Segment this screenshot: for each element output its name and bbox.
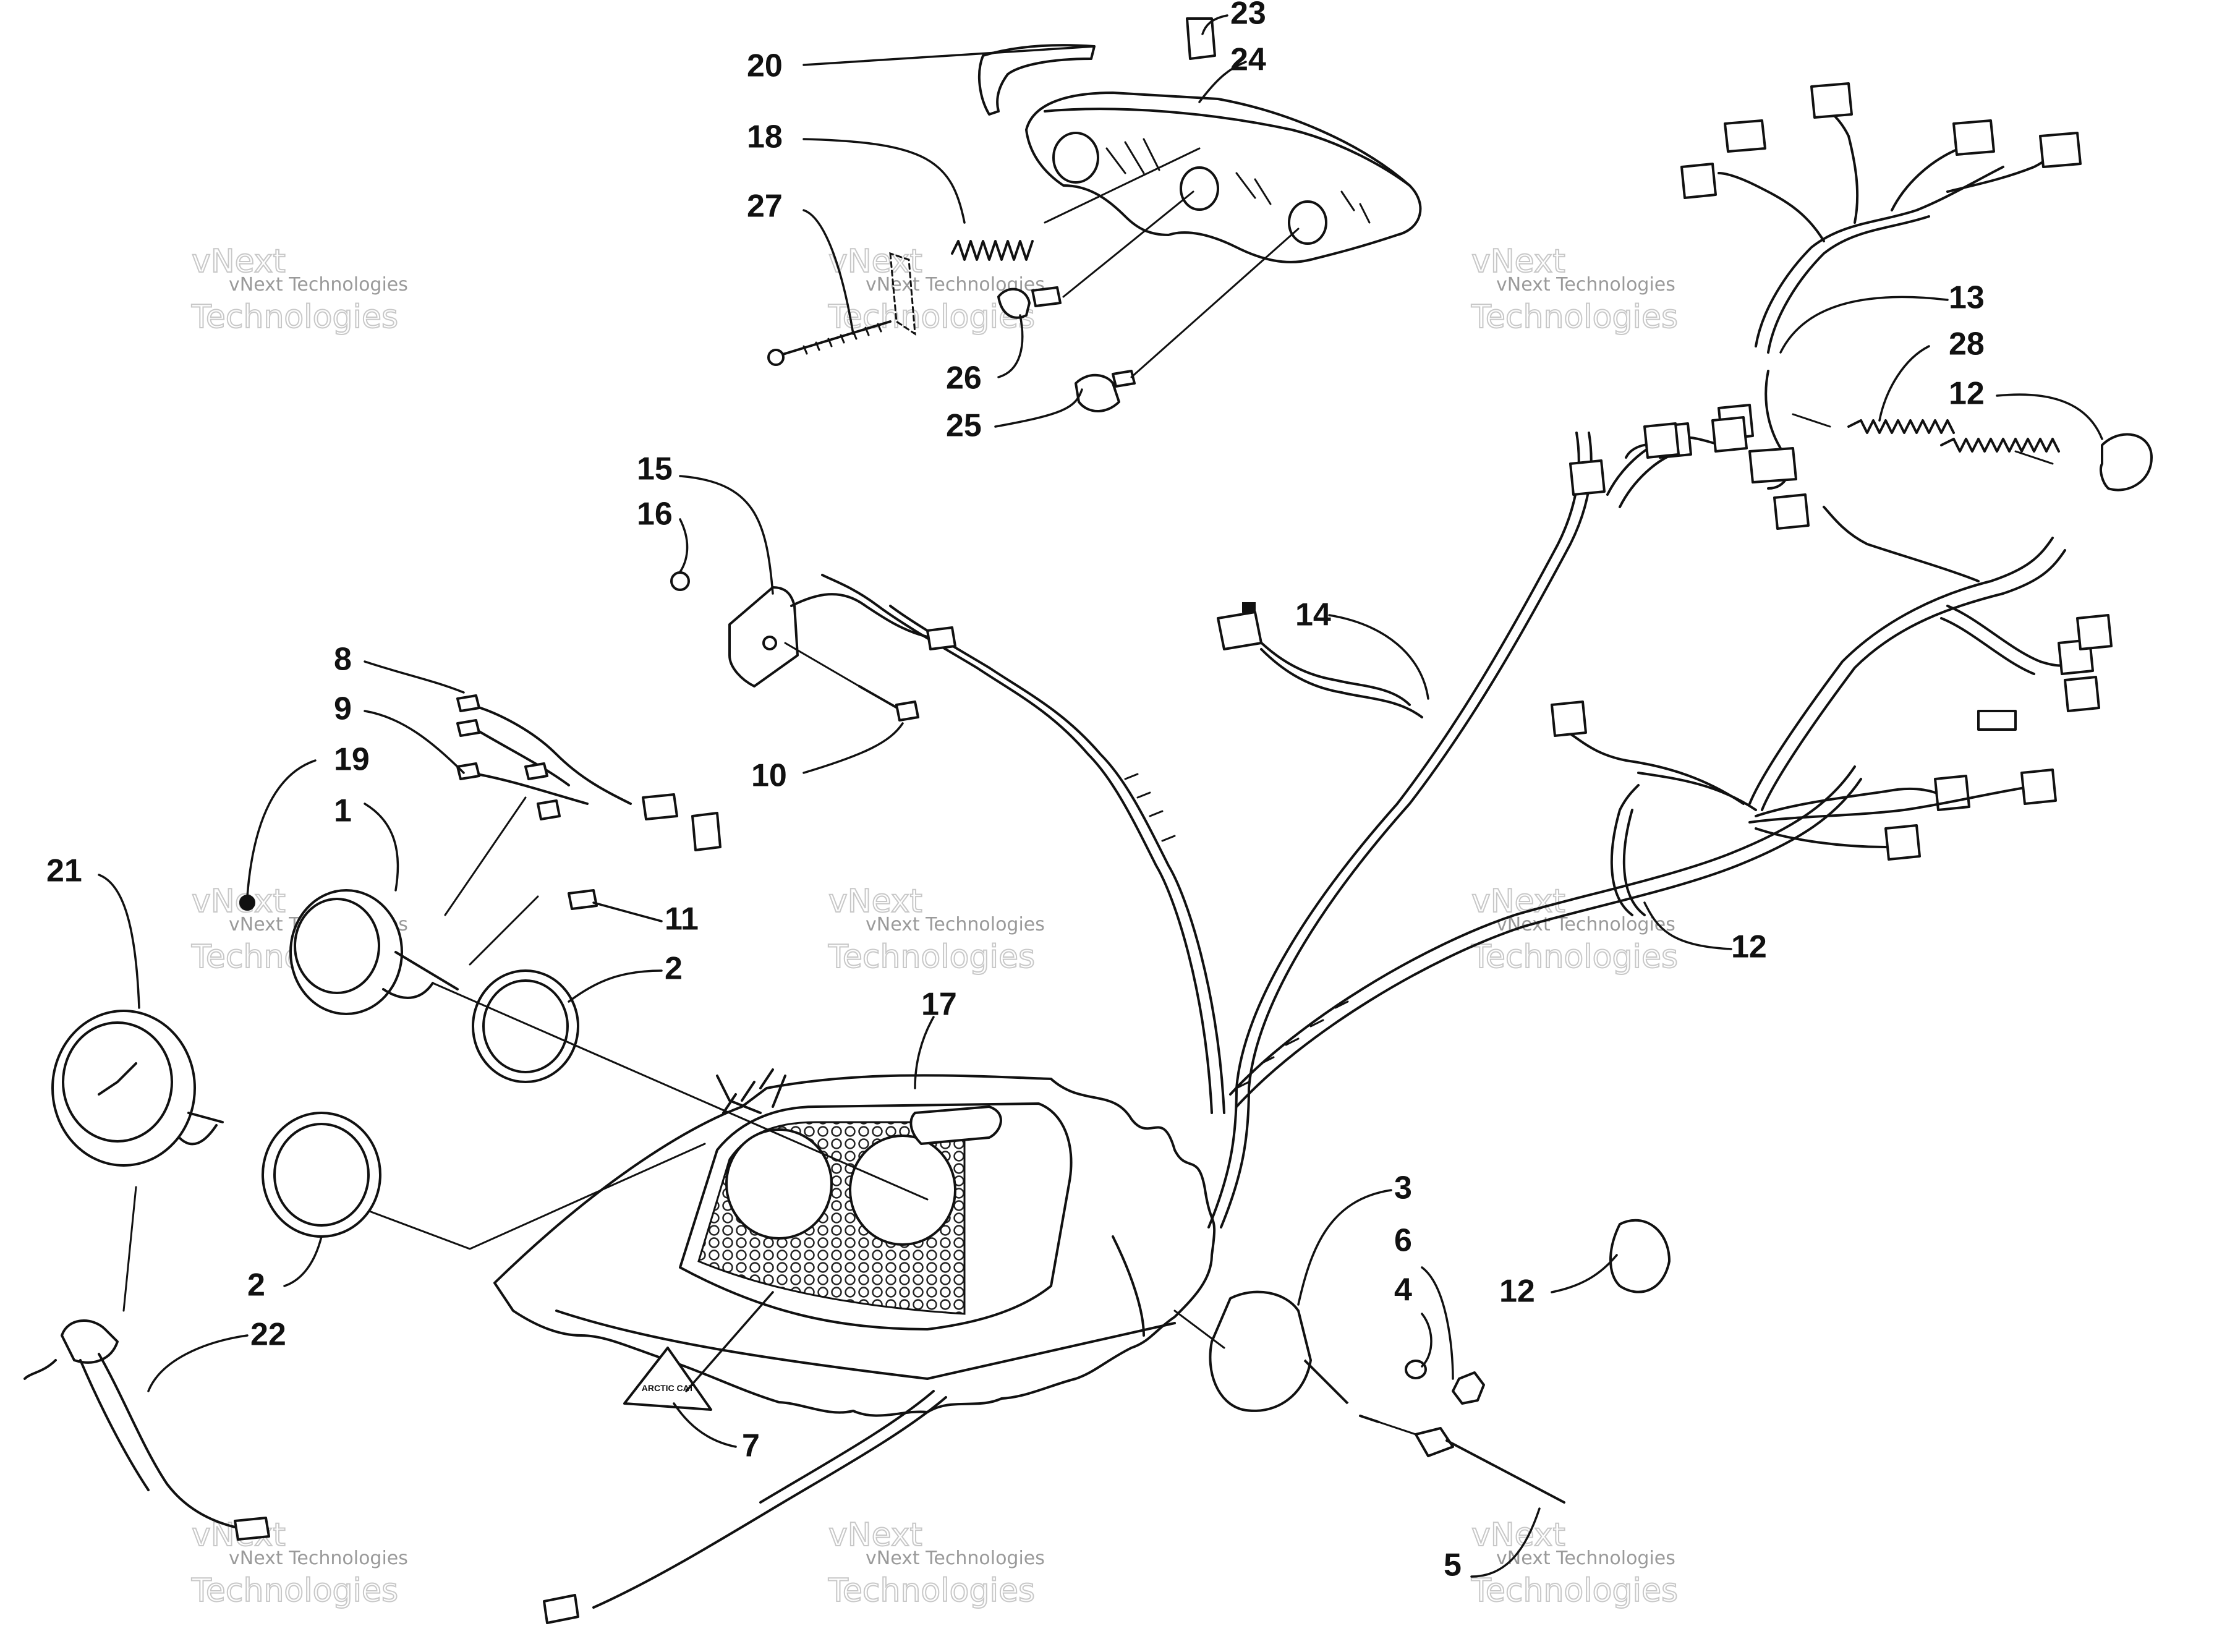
watermark-text: Technologies: [1471, 939, 1678, 976]
bezel-ring-2: [262, 1112, 381, 1238]
watermark-text: Technologies: [191, 299, 398, 336]
callout-28: 28: [1949, 326, 1985, 362]
watermark-text: vNext Technologies: [1496, 1548, 1675, 1569]
watermark-text: vNext Technologies: [229, 1548, 408, 1569]
watermark-text: vNext: [192, 243, 286, 280]
callout-18: 18: [747, 119, 783, 155]
hex-nut: [1452, 1371, 1485, 1405]
watermark-layer: vNext vNext Technologies Technologies vN…: [190, 242, 1679, 1610]
watermark-text: vNext Technologies: [1496, 274, 1675, 296]
watermark-group: vNext vNext Technologies Technologies: [1470, 882, 1679, 976]
watermark-group: vNext vNext Technologies Technologies: [190, 1516, 408, 1610]
arctic-cat-decal: [623, 1347, 712, 1411]
gauge-1: [239, 889, 459, 1015]
callout-7: 7: [742, 1428, 760, 1464]
bolt-10: [858, 685, 904, 712]
watermark-text: vNext: [192, 883, 286, 920]
watermark-text: Technologies: [828, 1572, 1035, 1609]
callout-23: 23: [1230, 0, 1266, 32]
watermark-text: Technologies: [1471, 1572, 1678, 1609]
callout-20: 20: [747, 48, 783, 84]
callout-26: 26: [946, 360, 982, 396]
callout-9: 9: [334, 691, 352, 727]
watermark-group: vNext vNext Technologies Technologies: [1470, 242, 1679, 336]
callout-3: 3: [1394, 1170, 1412, 1206]
watermark-text: vNext Technologies: [866, 914, 1045, 935]
callout-8: 8: [334, 642, 352, 678]
callout-10: 10: [751, 758, 787, 794]
callout-19: 19: [334, 742, 370, 778]
callout-24: 24: [1230, 42, 1266, 78]
wiring-harness: [821, 82, 2113, 1228]
bulb-socket: [61, 1319, 119, 1364]
bezel-ring: [472, 969, 579, 1083]
callout-14: 14: [1295, 597, 1331, 633]
clip: [1186, 17, 1216, 60]
callout-6: 6: [1394, 1223, 1412, 1259]
watermark-text: vNext: [828, 1517, 922, 1554]
decal-text: ARCTIC CAT: [642, 1383, 694, 1393]
socket: [1075, 373, 1120, 412]
watermark-text: Technologies: [1471, 299, 1678, 336]
watermark-text: vNext: [828, 243, 922, 280]
console-panel: ARCTIC CAT: [493, 1068, 1216, 1417]
callout-25: 25: [946, 408, 982, 444]
callout-5: 5: [1444, 1548, 1462, 1583]
gauge-wire: [469, 704, 632, 805]
callout-2-lower: 2: [247, 1267, 265, 1303]
watermark-group: vNext vNext Technologies Technologies: [827, 1516, 1045, 1610]
watermark-text: vNext Technologies: [229, 274, 408, 296]
hose-clamp-2: [1609, 1219, 1671, 1293]
watermark-group: vNext vNext Technologies Technologies: [827, 882, 1045, 976]
spring-28: [1847, 419, 1955, 434]
callout-1: 1: [334, 793, 352, 829]
hose-clamp: [2100, 433, 2153, 492]
callout-27: 27: [747, 189, 783, 224]
watermark-group: vNext vNext Technologies Technologies: [190, 242, 408, 336]
bulb: [997, 287, 1031, 319]
callout-21: 21: [46, 853, 82, 889]
washer: [1405, 1360, 1427, 1379]
bracket: [728, 586, 799, 688]
nut: [670, 571, 690, 591]
callout-labels: 20 18 27 23 24 26 25 15 16 10 8 9 19 1 1…: [46, 0, 1985, 1583]
watermark-group: vNext vNext Technologies Technologies: [1470, 1516, 1679, 1610]
callout-12-middle: 12: [1731, 929, 1767, 965]
lens-strip: [977, 44, 1096, 116]
gauge-21: [51, 1010, 224, 1167]
callout-13: 13: [1949, 280, 1985, 316]
watermark-text: vNext: [1471, 1517, 1565, 1554]
callout-22: 22: [250, 1317, 286, 1353]
callout-15: 15: [637, 451, 673, 487]
taillight-housing: [1025, 92, 1422, 263]
watermark-text: vNext Technologies: [1496, 914, 1675, 935]
watermark-text: vNext: [828, 883, 922, 920]
bolt: [778, 320, 892, 357]
watermark-text: Technologies: [191, 1572, 398, 1609]
watermark-text: Technologies: [828, 939, 1035, 976]
callout-12-right: 12: [1499, 1274, 1535, 1309]
spring: [951, 240, 1034, 261]
callout-12-top: 12: [1949, 376, 1985, 412]
sensor-housing: [1173, 1290, 1380, 1423]
callout-2-upper: 2: [665, 951, 683, 987]
lower-cable: [592, 1396, 947, 1609]
sensor-probe: [1415, 1427, 1454, 1457]
watermark-text: vNext Technologies: [866, 1548, 1045, 1569]
callout-11: 11: [665, 901, 699, 937]
callout-16: 16: [637, 496, 673, 532]
watermark-text: vNext: [1471, 243, 1565, 280]
callout-4: 4: [1394, 1272, 1412, 1308]
leader-lines: [98, 14, 2103, 1578]
callout-17: 17: [921, 987, 957, 1023]
